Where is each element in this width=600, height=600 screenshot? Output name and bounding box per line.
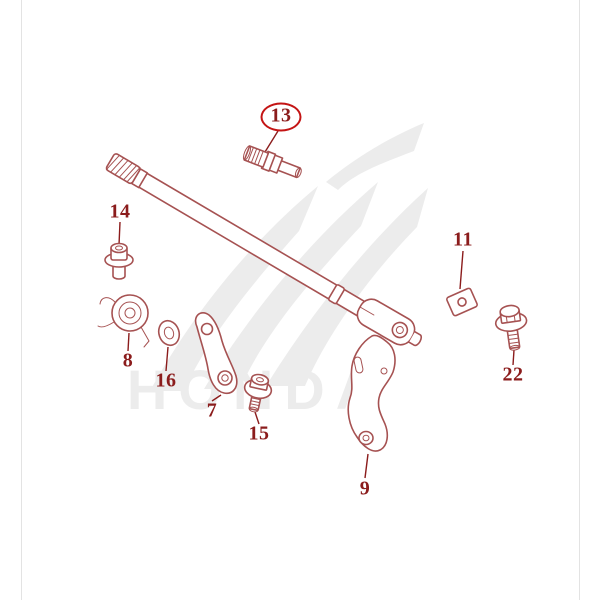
part-label-13: 13 (260, 102, 302, 132)
part-label-11-text: 11 (453, 228, 473, 251)
part-label-14: 14 (110, 201, 131, 224)
part-label-15-text: 15 (248, 422, 270, 445)
part-label-9-text: 9 (359, 477, 371, 500)
part-label-22-text: 22 (502, 363, 524, 386)
part-label-11: 11 (453, 229, 473, 252)
part-8-spring (97, 294, 150, 348)
part-11-setting-plate (446, 287, 478, 317)
honda-wing-watermark: HONDA (127, 123, 428, 421)
leader-15 (254, 411, 260, 425)
spindle-joint-plate (356, 298, 423, 347)
part-label-8-text: 8 (122, 349, 134, 372)
leader-lines (118, 130, 515, 479)
part-16-washer (157, 319, 181, 347)
part-label-13-text: 13 (260, 102, 302, 132)
page-right-edge (579, 0, 580, 600)
part-22-flange-bolt (494, 304, 528, 351)
leader-22 (512, 349, 515, 366)
part-7-joint-plate (194, 312, 238, 395)
part-label-22: 22 (503, 364, 524, 387)
part-15-flange-bolt (243, 373, 273, 413)
leader-16 (165, 346, 169, 372)
page-left-edge (21, 0, 22, 600)
part-label-16-text: 16 (155, 369, 177, 392)
part-label-9: 9 (360, 478, 371, 501)
part-label-8: 8 (123, 350, 134, 373)
part-label-7-text: 7 (206, 399, 218, 422)
leader-13 (264, 130, 279, 153)
leader-14 (118, 221, 121, 246)
part-9-gearshift-arm (347, 334, 396, 452)
part-13-bolt (242, 145, 302, 179)
part-14-bolt (104, 242, 134, 280)
part-label-14-text: 14 (109, 200, 131, 223)
leader-9 (364, 453, 369, 479)
leader-7 (211, 394, 222, 402)
part-label-16: 16 (156, 370, 177, 393)
leader-11 (459, 250, 464, 290)
leader-8 (127, 332, 130, 352)
part-label-7: 7 (207, 400, 218, 423)
part-label-15: 15 (249, 423, 270, 446)
